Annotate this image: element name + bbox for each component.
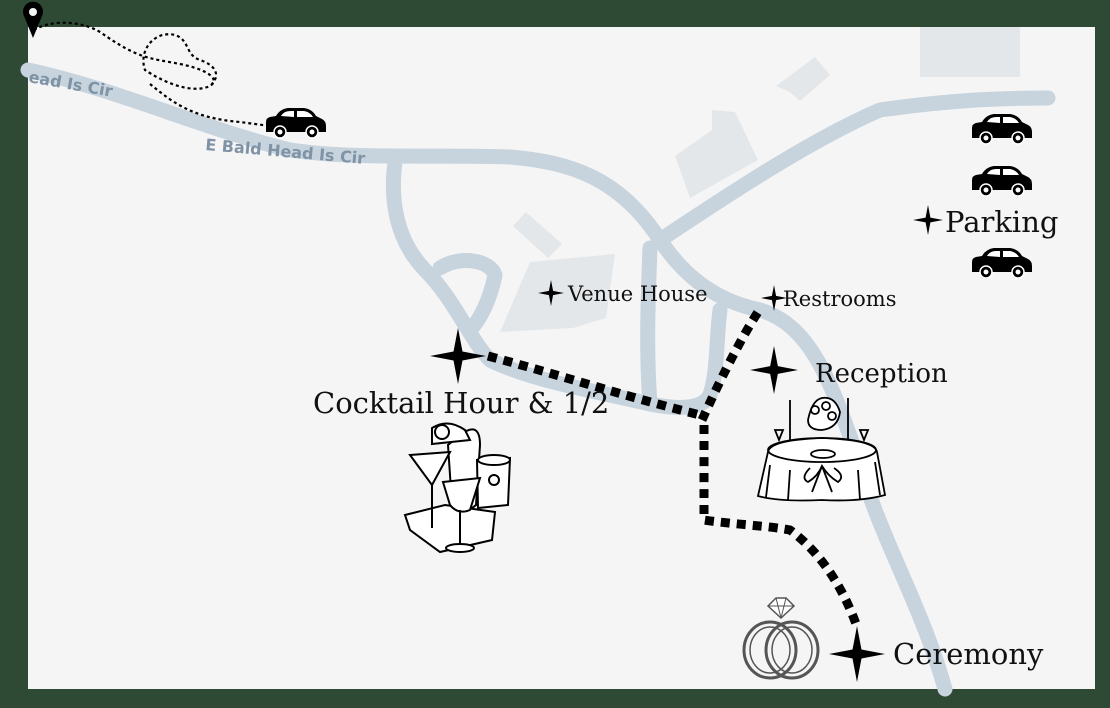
label-restrooms: Restrooms: [783, 287, 896, 311]
label-reception: Reception: [815, 359, 948, 389]
label-venue-house: Venue House: [567, 282, 708, 306]
arrival-route: [33, 21, 271, 128]
cocktail-glasses-illustration: [403, 422, 512, 554]
reception-table-illustration: [756, 396, 887, 502]
walking-routes: [486, 309, 861, 626]
label-cocktail-hour: Cocktail Hour & 1/2: [313, 386, 609, 420]
wedding-rings-illustration: [742, 597, 820, 680]
label-ceremony: Ceremony: [893, 637, 1044, 671]
label-parking: Parking: [945, 205, 1058, 239]
map-land: [28, 27, 1095, 689]
map-pin-icon: [23, 1, 43, 38]
